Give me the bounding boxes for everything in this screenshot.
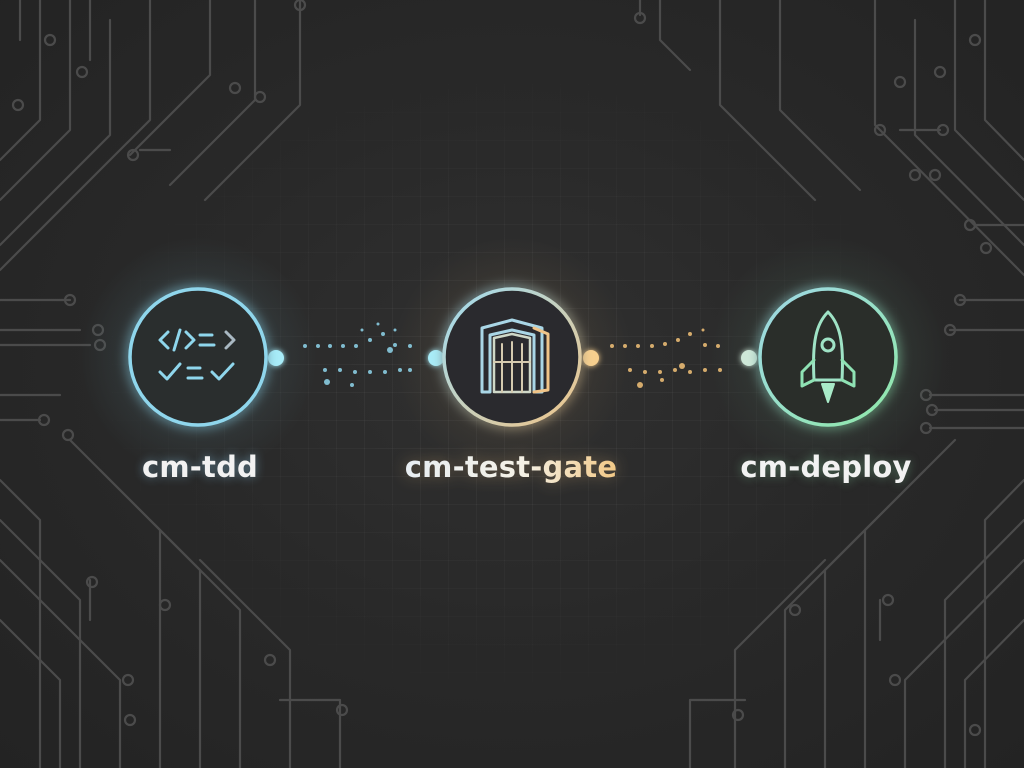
node-cm-deploy[interactable] (758, 287, 898, 427)
node-cm-tdd[interactable] (128, 287, 268, 427)
node-label-cm-test-gate: cm-test-gate (404, 450, 618, 484)
connector-tdd-to-test-gate (268, 322, 444, 387)
node-cm-test-gate[interactable] (442, 287, 582, 427)
rocket-icon (800, 310, 856, 403)
connector-test-gate-to-deploy (583, 328, 757, 388)
gate-icon (480, 318, 550, 394)
code-checklist-icon (158, 328, 236, 381)
node-label-cm-tdd: cm-tdd (141, 450, 259, 484)
node-label-cm-deploy: cm-deploy (740, 450, 912, 484)
